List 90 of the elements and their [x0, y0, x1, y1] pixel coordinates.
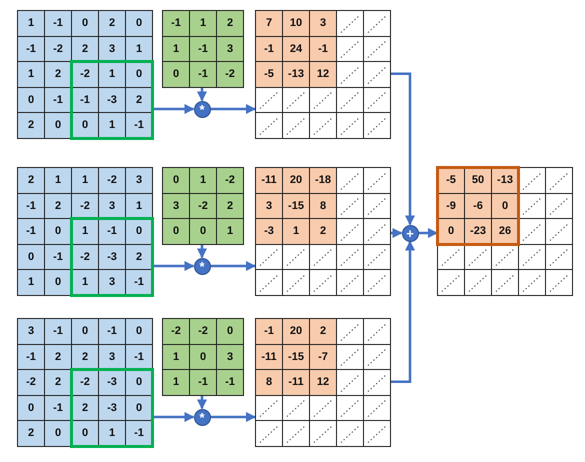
matrix-value: 20 [282, 318, 310, 344]
arrow [153, 261, 194, 271]
arrow [153, 104, 194, 114]
matrix-value: 1 [71, 167, 99, 194]
matrix-value: 1 [282, 218, 310, 244]
arrow [197, 396, 207, 410]
matrix-value: -5 [255, 61, 283, 88]
matrix-value: 2 [309, 318, 337, 344]
input-matrix [17, 167, 152, 294]
feature-map [255, 10, 390, 138]
matrix-value: 2 [216, 192, 244, 219]
matrix-value: -13 [282, 61, 310, 88]
arrow [391, 240, 415, 383]
matrix-value: 2 [98, 10, 126, 36]
sum-operator: + [402, 224, 418, 242]
matrix-value: 0 [44, 269, 72, 296]
input-matrix [17, 10, 152, 138]
kernel-matrix [162, 318, 243, 394]
matrix-value: -1 [255, 318, 283, 344]
feature-map [255, 318, 390, 446]
matrix-value: 0 [71, 318, 99, 344]
matrix-value: -1 [98, 318, 126, 344]
matrix-value: 0 [125, 318, 153, 344]
matrix-value: 1 [44, 167, 72, 194]
arrow [391, 72, 415, 226]
matrix-value: -1 [216, 369, 244, 396]
input-matrix [17, 318, 152, 446]
convolution-operator: * [194, 258, 210, 274]
matrix-value: 0 [162, 61, 190, 88]
matrix-value: -1 [189, 61, 217, 88]
matrix-value: 2 [216, 10, 244, 36]
arrow [210, 104, 256, 114]
matrix-value: 0 [71, 10, 99, 36]
matrix-value: -1 [44, 10, 72, 36]
arrow [197, 88, 207, 102]
arrow [153, 412, 194, 422]
matrix-value: -2 [162, 318, 190, 344]
matrix-value: -2 [216, 61, 244, 88]
kernel-matrix [162, 10, 243, 86]
matrix-value: 1 [17, 61, 45, 88]
matrix-value: -2 [189, 318, 217, 344]
matrix-value: 2 [17, 112, 45, 138]
matrix-value: 20 [282, 167, 310, 194]
matrix-value: -2 [216, 167, 244, 194]
matrix-value: 0 [44, 112, 72, 138]
matrix-value: 1 [216, 218, 244, 244]
arrow [210, 412, 256, 422]
arrow [197, 244, 207, 258]
matrix-value: 1 [17, 269, 45, 296]
matrix-value: 3 [17, 318, 45, 344]
matrix-value: 2 [309, 218, 337, 244]
matrix-value: 0 [189, 218, 217, 244]
convolution-operator: * [194, 408, 210, 426]
matrix-value: -3 [255, 218, 283, 244]
arrow [391, 228, 402, 238]
convolution-operator: * [194, 100, 210, 118]
matrix-value: -2 [17, 369, 45, 396]
matrix-value: 3 [309, 10, 337, 36]
matrix-value: 0 [162, 167, 190, 194]
matrix-value: -11 [282, 369, 310, 396]
output-matrix [437, 167, 572, 294]
matrix-value: -11 [255, 167, 283, 194]
matrix-value: 10 [282, 10, 310, 36]
matrix-value: 0 [216, 318, 244, 344]
matrix-value: 0 [44, 420, 72, 446]
matrix-value: 2 [17, 420, 45, 446]
matrix-value: 1 [189, 167, 217, 194]
matrix-value: 8 [255, 369, 283, 396]
matrix-value: -18 [309, 167, 337, 194]
matrix-value: -1 [162, 10, 190, 36]
matrix-value: -1 [17, 218, 45, 244]
matrix-value: 12 [309, 61, 337, 88]
matrix-value: -2 [98, 167, 126, 194]
matrix-value: 3 [125, 167, 153, 194]
matrix-value: 1 [162, 369, 190, 396]
matrix-value: 2 [17, 167, 45, 194]
arrow [210, 261, 256, 271]
matrix-value: 7 [255, 10, 283, 36]
feature-map [255, 167, 390, 294]
matrix-value: 3 [216, 36, 244, 62]
matrix-value: 0 [162, 218, 190, 244]
kernel-matrix [162, 167, 243, 244]
matrix-value: -1 [44, 318, 72, 344]
matrix-value: 1 [17, 10, 45, 36]
matrix-value: -1 [189, 369, 217, 396]
matrix-value: 0 [125, 10, 153, 36]
matrix-value: 3 [216, 344, 244, 370]
matrix-value: 1 [189, 10, 217, 36]
arrow [418, 228, 438, 238]
matrix-value: 12 [309, 369, 337, 396]
